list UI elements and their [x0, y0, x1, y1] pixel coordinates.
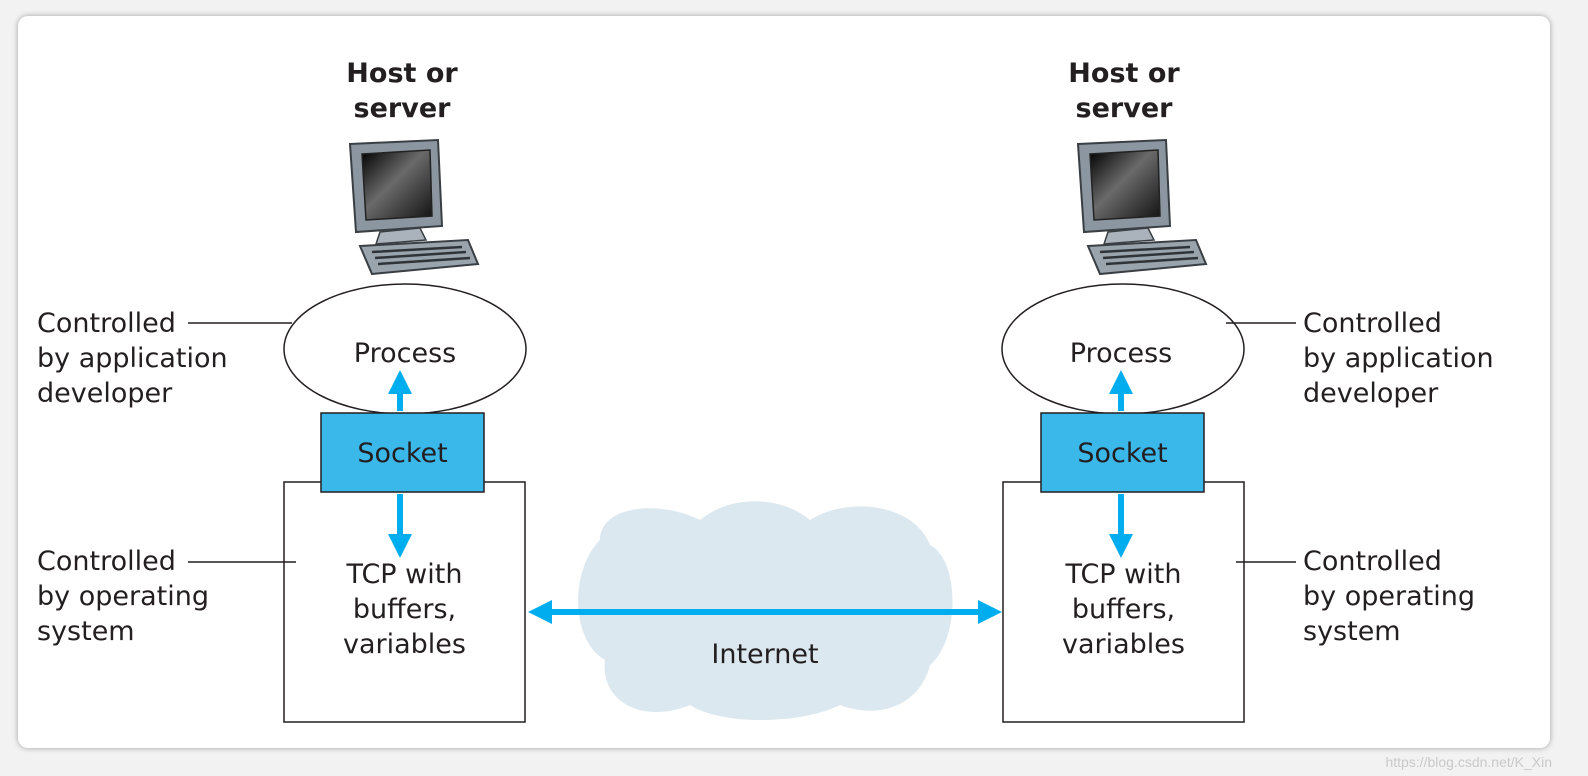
right-socket-label: Socket: [1077, 438, 1168, 469]
annotation-line: by application: [37, 343, 228, 374]
internet-label: Internet: [711, 639, 819, 670]
left-socket-box: [320, 412, 485, 493]
tcp-line: variables: [343, 629, 466, 660]
left-process-label: Process: [353, 338, 457, 369]
right-host-title: Host or server: [1034, 56, 1214, 126]
watermark: https://blog.csdn.net/K_Xin: [1385, 754, 1552, 770]
annotation-line: system: [1303, 616, 1401, 647]
annotation-line: Controlled: [37, 308, 176, 339]
host-title-line: Host or: [346, 58, 458, 89]
left-socket-label: Socket: [357, 438, 448, 469]
right-socket-box: [1040, 412, 1205, 493]
tcp-line: buffers,: [1071, 594, 1176, 625]
annotation-line: by operating: [1303, 581, 1475, 612]
tcp-line: variables: [1062, 629, 1185, 660]
annotation-line: by application: [1303, 343, 1494, 374]
right-process-label: Process: [1069, 338, 1173, 369]
host-title-line: server: [1075, 93, 1173, 124]
annotation-line: Controlled: [37, 546, 176, 577]
annotation-line: developer: [1303, 378, 1439, 409]
tcp-line: TCP with: [346, 559, 463, 590]
computer-icon: [348, 138, 480, 276]
left-tcp-box: [283, 481, 526, 723]
right-tcp-label: TCP with buffers, variables: [1003, 557, 1244, 662]
right-os-annotation: Controlled by operating system: [1303, 544, 1475, 649]
tcp-line: buffers,: [352, 594, 457, 625]
left-os-annotation: Controlled by operating system: [37, 544, 209, 649]
annotation-line: developer: [37, 378, 173, 409]
right-host: [1001, 138, 1296, 723]
annotation-line: system: [37, 616, 135, 647]
host-title-line: server: [353, 93, 451, 124]
annotation-line: by operating: [37, 581, 209, 612]
annotation-line: Controlled: [1303, 546, 1442, 577]
left-tcp-label: TCP with buffers, variables: [284, 557, 525, 662]
host-title-line: Host or: [1068, 58, 1180, 89]
right-app-annotation: Controlled by application developer: [1303, 306, 1494, 411]
computer-icon: [1076, 138, 1208, 276]
left-host: [188, 138, 527, 723]
tcp-line: TCP with: [1065, 559, 1182, 590]
left-app-annotation: Controlled by application developer: [37, 306, 228, 411]
left-host-title: Host or server: [312, 56, 492, 126]
annotation-line: Controlled: [1303, 308, 1442, 339]
